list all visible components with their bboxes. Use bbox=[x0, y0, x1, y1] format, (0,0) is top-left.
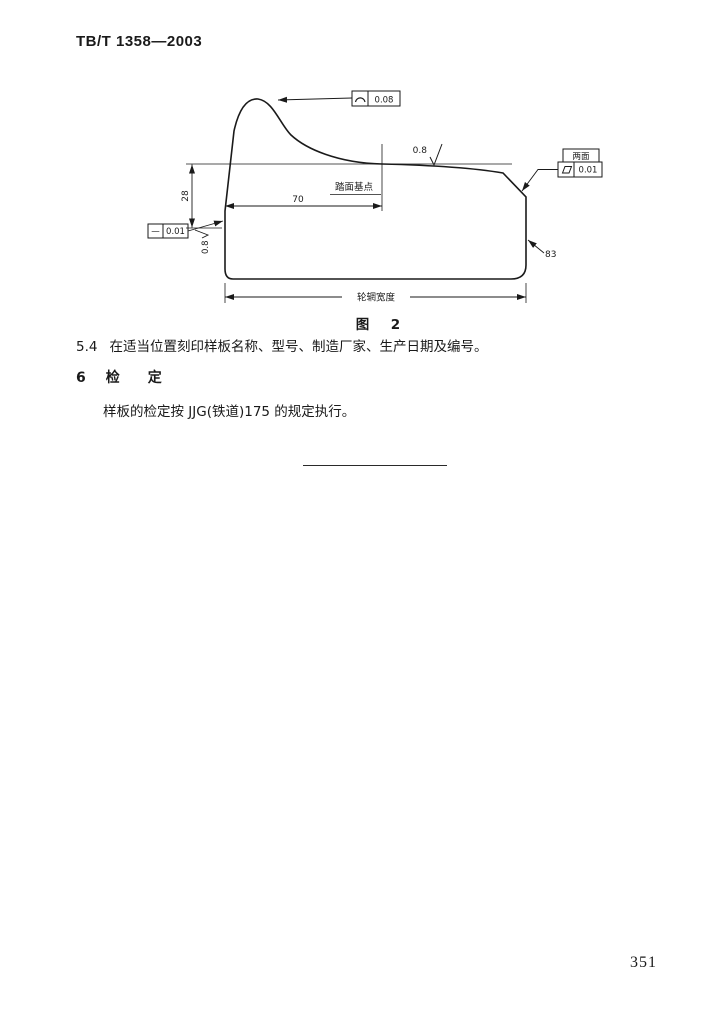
straightness-tolerance-value: 0.01 bbox=[166, 227, 185, 237]
tread-roughness-value: 0.8 bbox=[413, 146, 428, 156]
flatness-tolerance-value: 0.01 bbox=[579, 166, 598, 176]
page-number: 351 bbox=[630, 954, 657, 971]
dim-28-value: 28 bbox=[181, 190, 191, 202]
wheel-template-profile-drawing: 0.08 0.8 两面 0.01 83 踏面基点 70 28 bbox=[147, 90, 603, 304]
section-6-title: 检 定 bbox=[105, 370, 162, 386]
profile-tolerance-value: 0.08 bbox=[375, 96, 394, 106]
straightness-leader bbox=[187, 220, 224, 232]
section-6-number: 6 bbox=[76, 370, 86, 386]
dim-70: 70 bbox=[225, 195, 382, 209]
standard-number-header: TB/T 1358—2003 bbox=[76, 33, 203, 50]
wheel-profile-outline bbox=[224, 98, 527, 280]
profile-tolerance-leader bbox=[277, 96, 353, 103]
straightness-icon: — bbox=[151, 227, 160, 237]
section-6-heading: 6 检 定 bbox=[76, 367, 162, 387]
left-roughness-value: 0.8 bbox=[201, 240, 211, 254]
left-roughness-mark: 0.8 bbox=[194, 229, 211, 254]
clause-5-4: 5.4 在适当位置刻印样板名称、型号、制造厂家、生产日期及编号。 bbox=[76, 335, 487, 355]
svg-text:踏面基点: 踏面基点 bbox=[335, 181, 374, 193]
dim-83-value: 83 bbox=[545, 250, 556, 260]
profile-tolerance-frame: 0.08 bbox=[277, 90, 401, 107]
rim-width-label: 轮辋宽度 bbox=[357, 292, 396, 304]
clause-5-4-number: 5.4 bbox=[76, 339, 98, 355]
roughness-check-icon bbox=[194, 229, 210, 239]
clause-6-text: 样板的检定按 JJG(铁道)175 的规定执行。 bbox=[103, 404, 356, 420]
figure-caption: 图 2 bbox=[355, 317, 405, 333]
right-annotation: 两面 0.01 bbox=[521, 148, 603, 192]
profile-of-line-icon bbox=[354, 97, 366, 103]
roughness-check-icon bbox=[429, 143, 443, 167]
clause-5-4-text: 在适当位置刻印样板名称、型号、制造厂家、生产日期及编号。 bbox=[109, 339, 488, 355]
dim-83: 83 bbox=[527, 239, 556, 260]
end-of-text-divider bbox=[303, 465, 447, 466]
tread-datum-label: 踏面基点 bbox=[330, 181, 381, 195]
tread-roughness-mark: 0.8 bbox=[413, 143, 443, 167]
flatness-icon bbox=[561, 166, 573, 174]
dim-rim-width: 轮辋宽度 bbox=[224, 283, 527, 304]
flatness-leader bbox=[521, 169, 558, 192]
dim-28: 28 bbox=[181, 164, 222, 229]
dim-70-value: 70 bbox=[292, 195, 304, 205]
straightness-tolerance-frame: — 0.01 bbox=[147, 220, 224, 239]
right-box-label: 两面 bbox=[572, 152, 590, 162]
